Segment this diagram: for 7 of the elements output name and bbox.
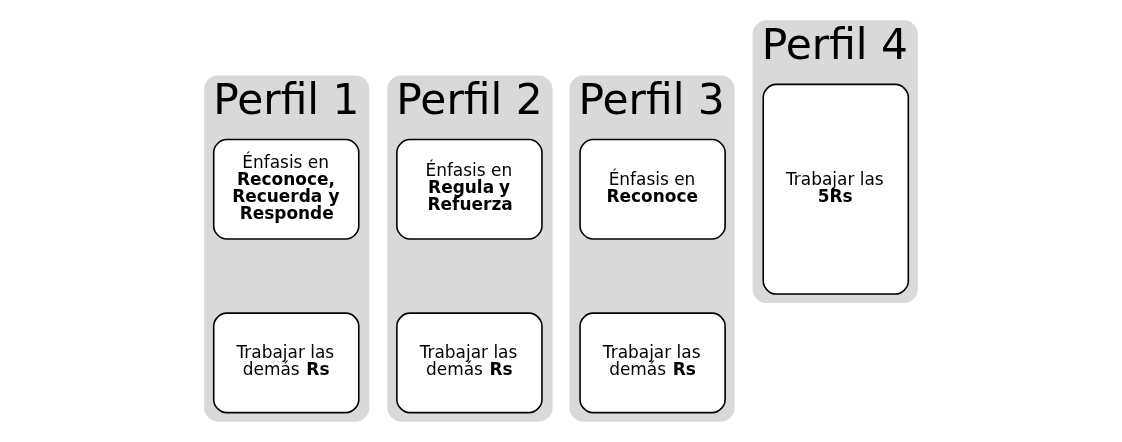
- node-box: Énfasis en Reconoce, Recuerda y Responde: [212, 138, 360, 240]
- node-box: Énfasis en Reconoce: [579, 138, 726, 240]
- node-box: Énfasis en Regula y Refuerza: [396, 138, 543, 240]
- node-box: Trabajar las demás Rs: [396, 312, 543, 414]
- node-box: Trabajar las 5Rs: [762, 83, 910, 295]
- node-box: Trabajar las demás Rs: [212, 312, 360, 414]
- node-box: Trabajar las demás Rs: [579, 312, 726, 414]
